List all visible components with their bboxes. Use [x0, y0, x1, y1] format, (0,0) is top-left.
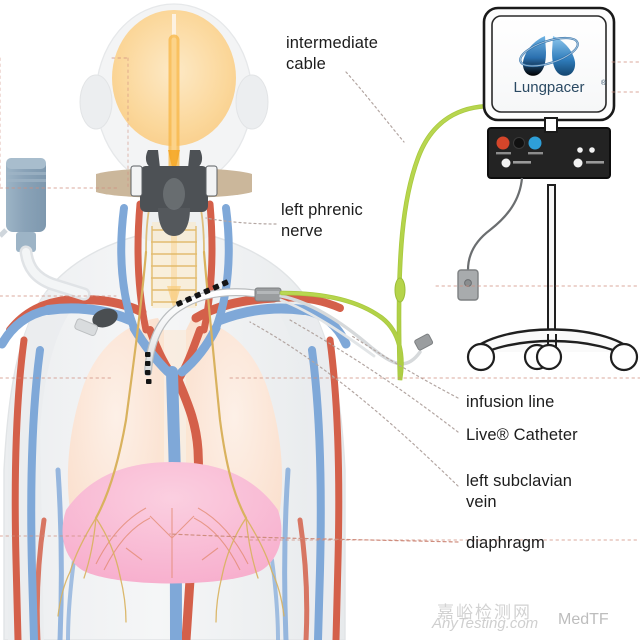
indicator-dot-left [501, 158, 511, 168]
trachea [150, 222, 198, 308]
leader-phrenic [205, 217, 277, 225]
stop-button [496, 136, 510, 150]
catheter-electrodes [145, 279, 229, 384]
diaphragm [62, 462, 282, 584]
leader-intermediate-cable [345, 71, 405, 143]
standby-button [513, 137, 525, 149]
insertion-port [92, 308, 118, 328]
svg-text:®: ® [601, 79, 607, 87]
lungpacer-device: Lungpacer ® [457, 6, 639, 372]
leader-diaphragm [169, 533, 459, 543]
start-button [528, 136, 542, 150]
catheter-connector [254, 287, 282, 302]
leader-lines [0, 57, 640, 543]
label-live-catheter: Live® Catheter [466, 426, 578, 444]
left-subclavian-vein [43, 303, 135, 325]
label-infusion-line: infusion line [466, 393, 555, 411]
control-lead [457, 177, 524, 301]
logo-wordmark: Lungpacer [514, 79, 585, 96]
label-intermediate-cable: intermediate cable [286, 34, 378, 74]
left-phrenic-nerve [94, 250, 148, 520]
ventilator-unit [0, 158, 91, 301]
phrenic-nerves [57, 195, 285, 623]
infusion-line [279, 294, 434, 366]
indicator-dot-right [573, 158, 583, 168]
leader-subclavian [249, 321, 459, 487]
label-left-phrenic-nerve: left phrenic nerve [281, 201, 363, 241]
veins [0, 204, 351, 640]
intermediate-cable [279, 103, 495, 381]
diaphragm-vessels [95, 507, 249, 578]
infusion-connector [414, 333, 434, 351]
leader-infusion [351, 335, 459, 399]
label-diaphragm: diaphragm [466, 534, 545, 552]
live-catheter [74, 279, 282, 384]
catheter-hub [74, 318, 98, 337]
leader-catheter [289, 319, 459, 433]
device-screen: Lungpacer ® [482, 6, 616, 133]
cable-strain-relief [394, 277, 406, 303]
lungpacer-logo [519, 36, 579, 76]
device-control-panel [487, 127, 611, 179]
ventilator-mask [96, 150, 252, 236]
label-left-subclavian-vein: left subclavian vein [466, 472, 573, 512]
casters [466, 342, 639, 372]
